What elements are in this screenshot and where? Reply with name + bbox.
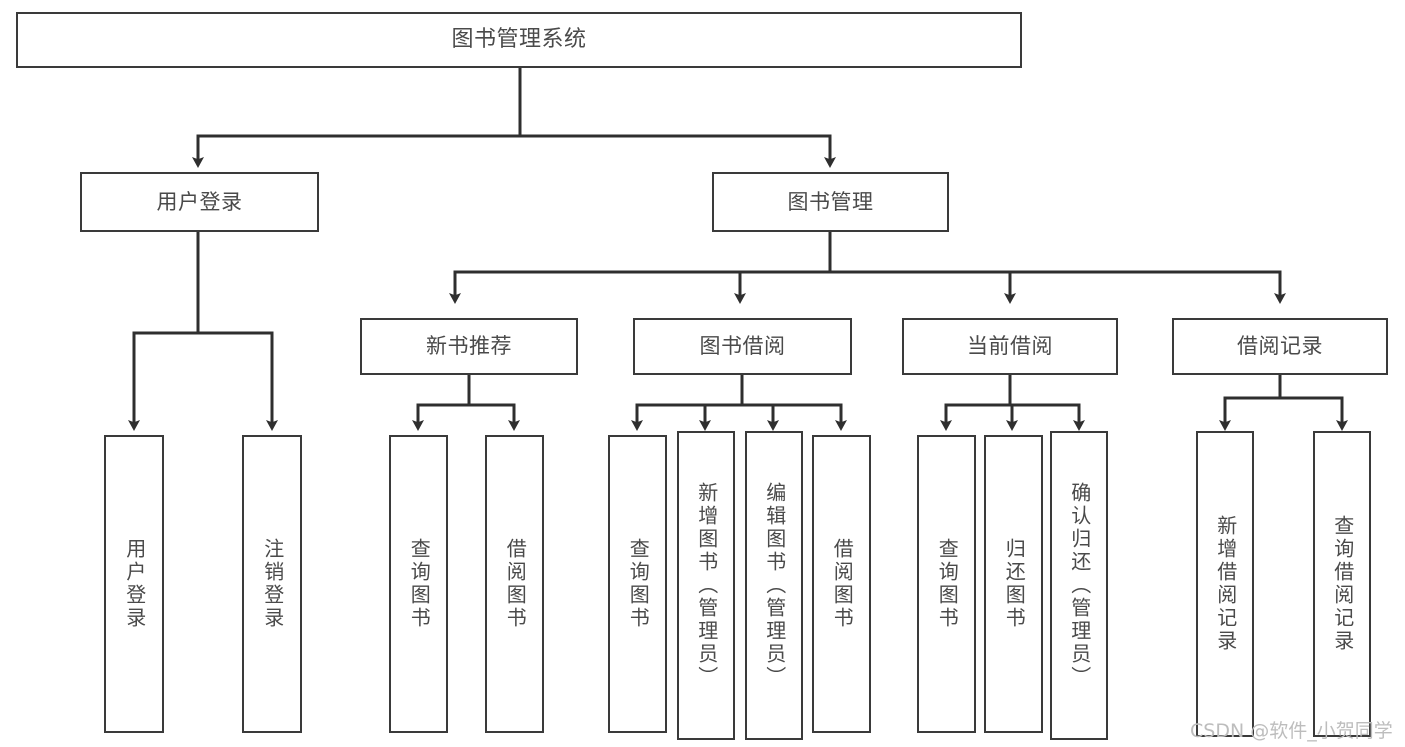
node-leaf-logout-login[interactable]: 注销登录 xyxy=(242,435,302,733)
node-current-borrow[interactable]: 当前借阅 xyxy=(902,318,1118,375)
node-label: 图书管理 xyxy=(787,189,874,214)
node-leaf-query-book-1[interactable]: 查询图书 xyxy=(389,435,448,733)
node-label: 借阅图书 xyxy=(830,538,855,630)
node-leaf-add-book[interactable]: 新增图书（管理员） xyxy=(677,431,735,740)
csdn-watermark: CSDN @软件_小贺同学 xyxy=(1190,720,1393,742)
node-label: 图书管理系统 xyxy=(451,27,587,53)
node-label: 借阅记录 xyxy=(1237,334,1323,359)
node-label: 查询图书 xyxy=(626,538,651,630)
node-label: 归还图书 xyxy=(1002,538,1027,630)
node-label: 用户登录 xyxy=(156,189,243,214)
node-leaf-borrow-book-1[interactable]: 借阅图书 xyxy=(485,435,544,733)
node-label: 新增借阅记录 xyxy=(1213,515,1238,653)
node-label: 当前借阅 xyxy=(967,334,1053,359)
node-user-login[interactable]: 用户登录 xyxy=(80,172,319,232)
node-leaf-query-book-3[interactable]: 查询图书 xyxy=(917,435,976,733)
node-leaf-add-record[interactable]: 新增借阅记录 xyxy=(1196,431,1254,737)
node-label: 图书借阅 xyxy=(699,334,786,359)
node-label: 查询借阅记录 xyxy=(1330,515,1355,653)
node-root-system[interactable]: 图书管理系统 xyxy=(16,12,1022,68)
node-book-management[interactable]: 图书管理 xyxy=(712,172,949,232)
node-label: 编辑图书（管理员） xyxy=(762,482,787,689)
node-leaf-query-record[interactable]: 查询借阅记录 xyxy=(1313,431,1371,737)
node-leaf-edit-book[interactable]: 编辑图书（管理员） xyxy=(745,431,803,740)
node-label: 查询图书 xyxy=(407,538,432,630)
node-leaf-confirm-return[interactable]: 确认归还（管理员） xyxy=(1050,431,1108,740)
node-book-borrow[interactable]: 图书借阅 xyxy=(633,318,852,375)
node-label: 注销登录 xyxy=(260,538,285,630)
node-label: 查询图书 xyxy=(935,538,960,630)
node-label: 确认归还（管理员） xyxy=(1067,482,1092,689)
node-leaf-return-book[interactable]: 归还图书 xyxy=(984,435,1043,733)
node-leaf-borrow-book-2[interactable]: 借阅图书 xyxy=(812,435,871,733)
node-borrow-record[interactable]: 借阅记录 xyxy=(1172,318,1388,375)
node-label: 用户登录 xyxy=(122,538,147,630)
node-label: 新书推荐 xyxy=(426,334,512,359)
node-label: 借阅图书 xyxy=(503,538,528,630)
node-leaf-user-login[interactable]: 用户登录 xyxy=(104,435,164,733)
node-leaf-query-book-2[interactable]: 查询图书 xyxy=(608,435,667,733)
node-new-book-recommend[interactable]: 新书推荐 xyxy=(360,318,578,375)
node-label: 新增图书（管理员） xyxy=(694,482,719,689)
